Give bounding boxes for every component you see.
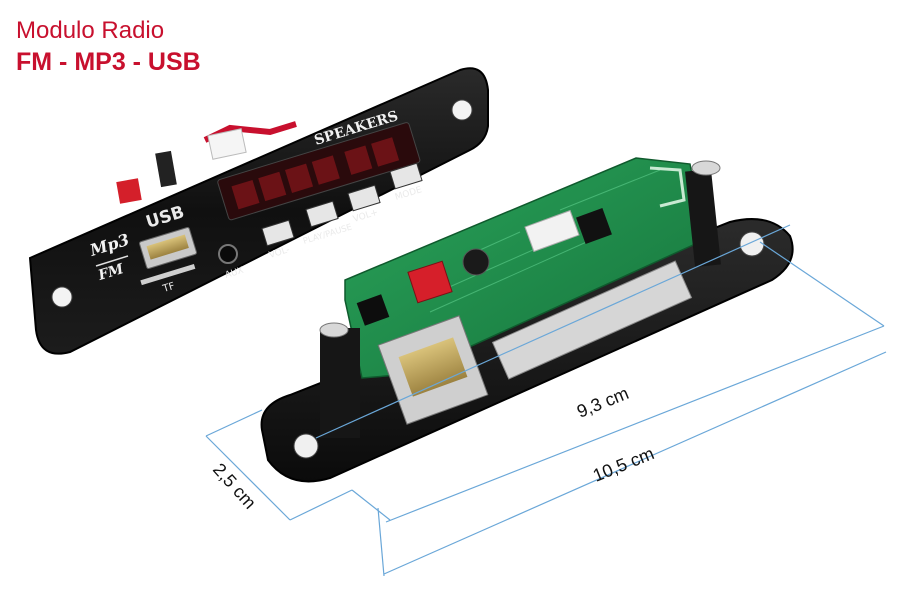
screw-left (319, 322, 349, 338)
dim-extension-e (289, 489, 353, 521)
dimension-lines (205, 224, 887, 577)
dim-extension-a (351, 489, 391, 521)
tf-label: TF (161, 281, 177, 295)
dim-line-total (383, 351, 887, 575)
red-header (407, 260, 453, 304)
led-display (217, 122, 421, 221)
dim-extension-d (205, 409, 263, 437)
dim-line-inner (315, 224, 791, 439)
base-hole-left (293, 433, 319, 459)
title-block: Modulo Radio FM - MP3 - USB (16, 16, 201, 78)
small-chip (356, 294, 390, 326)
dim-label-inner: 9,3 cm (574, 383, 632, 422)
antenna-trace (649, 166, 686, 208)
dim-label-depth: 2,5 cm (209, 459, 260, 513)
side-post-left (320, 328, 360, 438)
dim-line-outer (385, 325, 885, 523)
white-connector (207, 128, 247, 160)
logo-fm: FM (96, 261, 126, 284)
ic-chip (576, 208, 612, 244)
display-pin-strip (491, 260, 693, 380)
title-fm-mp3-usb: FM - MP3 - USB (16, 48, 201, 76)
red-connector (116, 178, 142, 204)
dim-label-outer: 10,5 cm (590, 443, 657, 486)
dim-line-depth (205, 435, 291, 521)
logo-divider (95, 255, 129, 267)
aux-jack[interactable] (218, 244, 238, 264)
capacitor (462, 248, 490, 276)
base-hole-right (739, 231, 765, 257)
mount-hole-right (451, 99, 473, 121)
side-post-right (685, 168, 721, 268)
button-vol-minus[interactable]: VOL- (261, 219, 295, 261)
module-back-view (260, 157, 794, 483)
usb-port[interactable] (139, 227, 197, 269)
screw-right (691, 160, 721, 176)
tf-card-slot[interactable] (140, 263, 196, 286)
black-jack-pin (155, 150, 177, 188)
dim-extension-b (759, 241, 885, 327)
white-header (524, 209, 580, 253)
button-vol-plus-label: VOL+ (352, 208, 379, 225)
title-module-radio: Modulo Radio (16, 17, 165, 44)
mount-hole-left (51, 286, 73, 308)
dim-extension-c (377, 507, 385, 577)
